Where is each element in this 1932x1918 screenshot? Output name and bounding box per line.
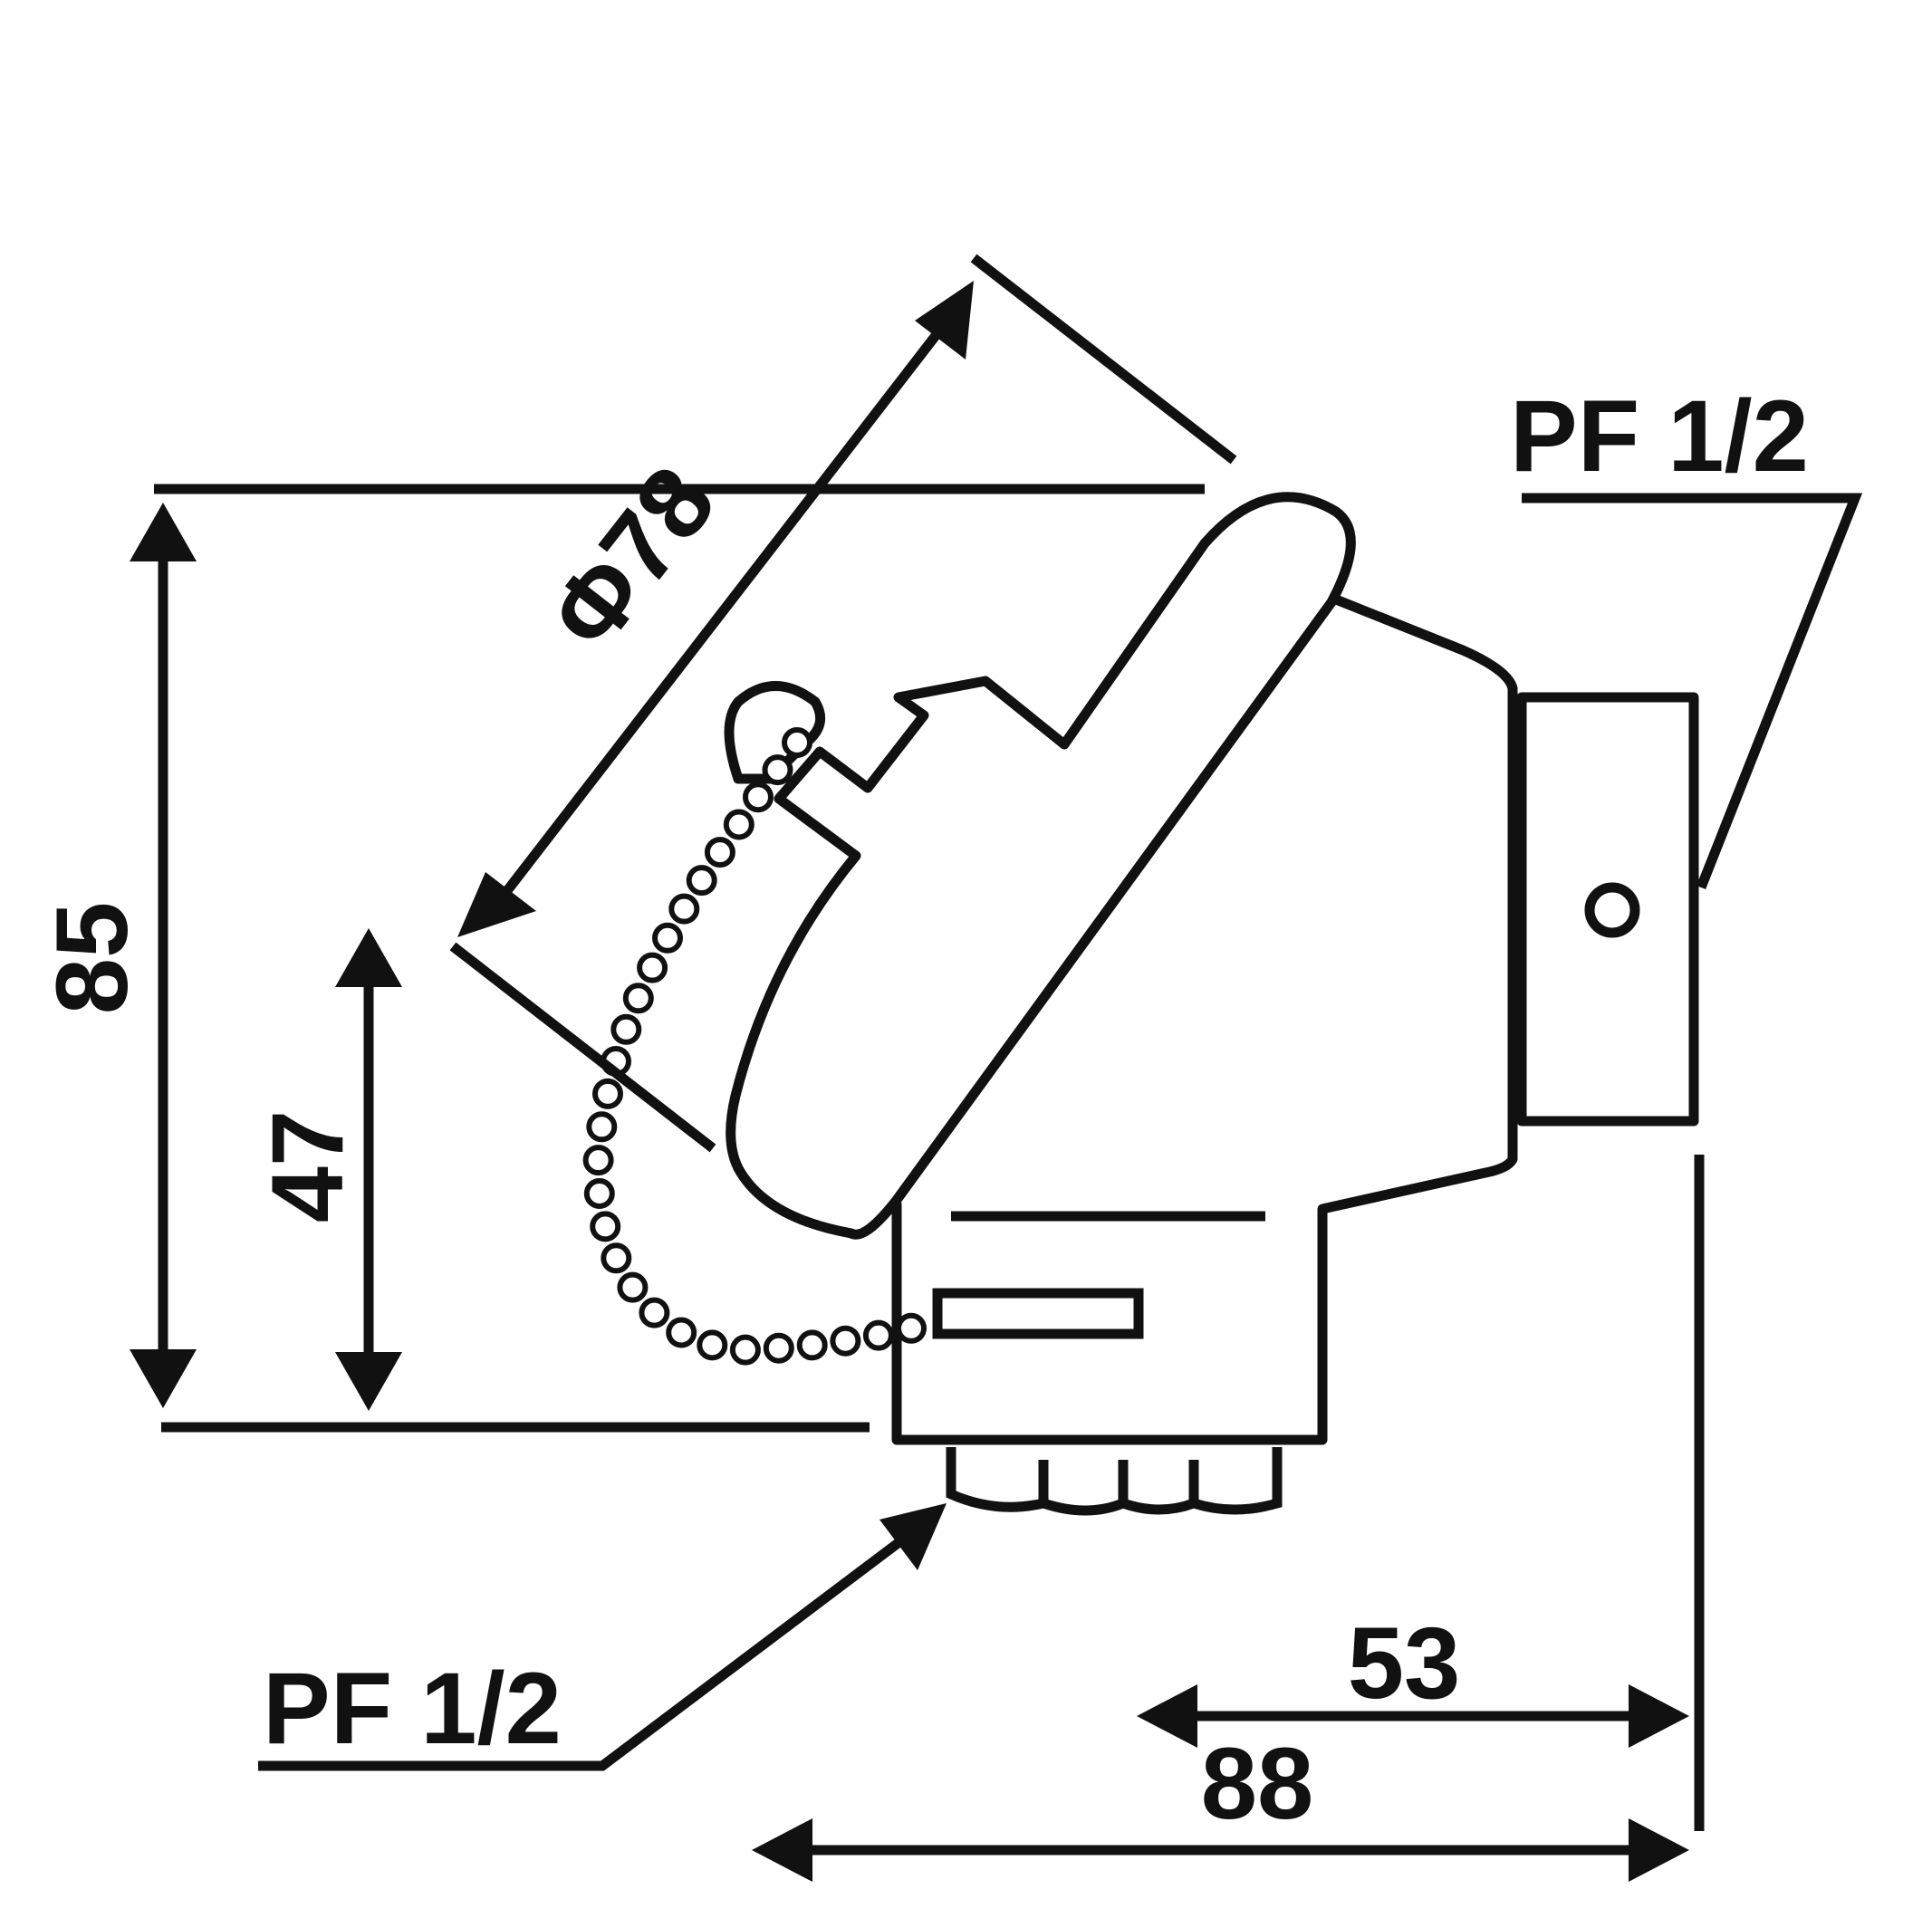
dim-85-arrow-top [130, 503, 197, 561]
chain-bead [686, 865, 717, 897]
chain-bead [862, 1319, 894, 1351]
chain-bead [592, 1078, 623, 1109]
dim-85-arrow-bottom [130, 1349, 197, 1408]
chain-bead [763, 1332, 794, 1364]
chain-bead [590, 1211, 621, 1242]
side-connector-block [1516, 692, 1699, 1127]
bottom-thread-label: PF 1/2 [263, 1652, 562, 1765]
chain-bead [582, 1145, 614, 1176]
chain-bead [652, 922, 683, 954]
dim-78-ext-bottom [449, 942, 716, 1153]
chain-bead [743, 782, 774, 813]
chain-bead [796, 1329, 828, 1361]
chain-bead [637, 952, 668, 983]
side-thread-label: PF 1/2 [1510, 379, 1809, 493]
dim-78-line [498, 318, 951, 900]
chain-bead [586, 1111, 618, 1143]
dim-53-label: 53 [1348, 1606, 1461, 1720]
chain-bead [704, 837, 735, 868]
chain-bead [697, 1329, 728, 1361]
chain-bead [723, 809, 755, 840]
dim-88-label: 88 [1201, 1727, 1314, 1840]
chain-bead [639, 1297, 670, 1328]
bottom-thread-stub [946, 1447, 1283, 1516]
chain-bead [583, 1178, 615, 1209]
chain-bead [830, 1325, 861, 1357]
connector-hole [1584, 882, 1640, 938]
dim-47-arrow-top [335, 928, 402, 987]
bottom-thread-arrow [879, 1503, 947, 1570]
dim-85-label: 85 [35, 902, 149, 1015]
dim-78-ext-top [970, 254, 1237, 465]
housing-body [882, 592, 1518, 1445]
chain-bead [601, 1242, 632, 1274]
dim-88-arrow-right [1629, 1818, 1689, 1882]
chain-bead [668, 893, 700, 925]
dim-78-arrow-top [915, 281, 974, 360]
dim-53-arrow-left [1137, 1684, 1197, 1748]
dim-88-arrow-left [752, 1818, 812, 1882]
dim-47-label: 47 [251, 1110, 364, 1223]
chain-bead [762, 754, 793, 786]
chain-bead [782, 727, 812, 758]
chain-bead [610, 1013, 642, 1045]
chain-bead [729, 1334, 761, 1366]
chain-bead [622, 983, 654, 1014]
chain-bead [666, 1317, 697, 1348]
side-thread-leader [1522, 493, 1863, 890]
dim-53-arrow-right [1629, 1684, 1689, 1748]
tilted-cap [726, 492, 1356, 1240]
chain-bead [896, 1312, 927, 1344]
terminal-strip [932, 1288, 1144, 1339]
dim-47-arrow-bottom [335, 1352, 402, 1411]
dim-78-arrow-bottom [457, 872, 536, 937]
chain-bead [617, 1271, 649, 1303]
ball-chain [582, 727, 927, 1366]
bottom-thread-leader [258, 1526, 918, 1771]
cap-knob [724, 681, 826, 784]
